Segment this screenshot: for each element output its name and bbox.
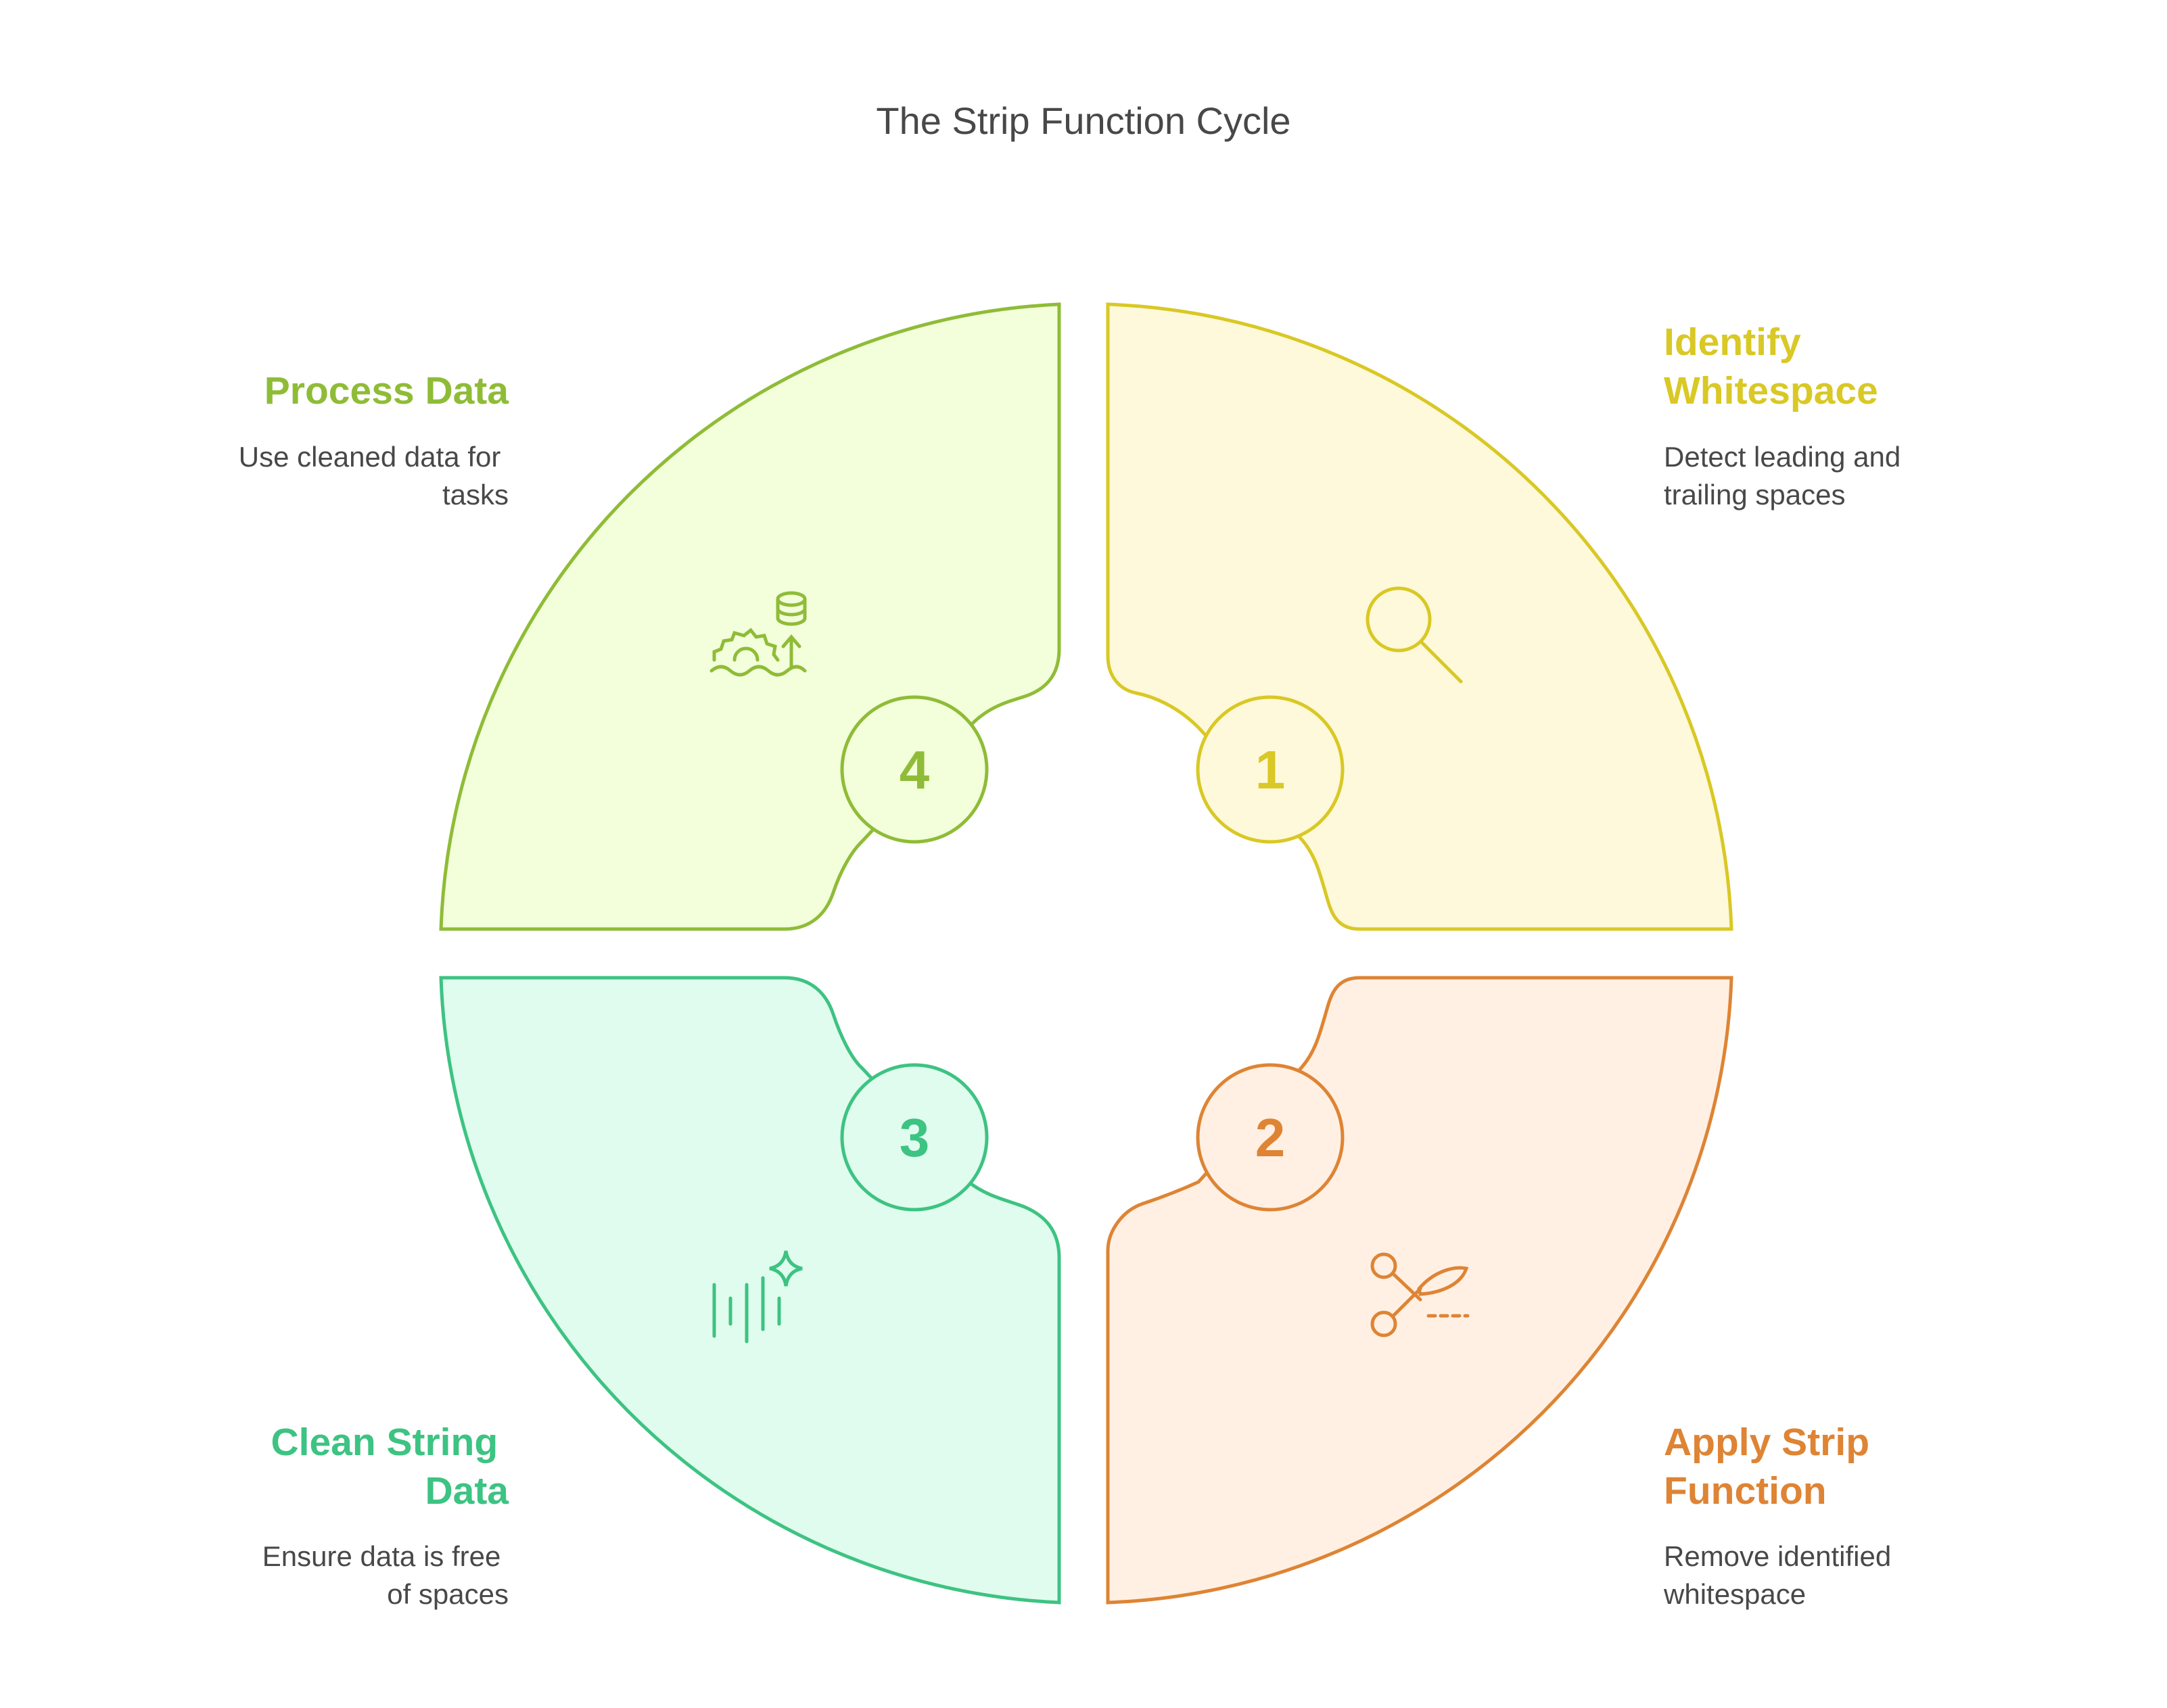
step-2-description-line: whitespace [1663, 1578, 1806, 1610]
quadrant-identify-whitespace: 1 [1106, 302, 1733, 931]
step-4-heading: Process Data [264, 369, 510, 412]
step-1-heading: Identify Whitespace [1664, 321, 1878, 412]
step-2-heading: Apply Strip Function [1664, 1421, 1880, 1513]
quadrant-4-shape [439, 302, 1061, 931]
scissors-icon [1370, 1252, 1470, 1337]
step-4-description-line: tasks [442, 479, 509, 511]
step-2-description: Remove identified whitespace [1663, 1540, 1899, 1610]
step-4-description-line: Use cleaned data for [239, 441, 501, 473]
step-1-description: Detect leading and trailing spaces [1664, 441, 1909, 511]
quadrant-1-shape [1106, 302, 1733, 931]
step-2-description-line: Remove identified [1664, 1540, 1891, 1572]
quadrant-3-shape [439, 976, 1061, 1605]
step-4-label: Process Data Use cleaned data for tasks [239, 369, 510, 511]
quadrant-apply-strip-function: 2 [1106, 976, 1733, 1605]
step-1-circle [1196, 695, 1345, 844]
step-4-description: Use cleaned data for tasks [239, 441, 509, 511]
gear-database-icon [709, 591, 807, 677]
sparkle-lines-icon [712, 1250, 803, 1344]
step-1-number: 1 [1255, 740, 1286, 800]
step-4-heading-line: Process Data [264, 369, 510, 412]
step-1-description-line: trailing spaces [1664, 479, 1845, 511]
step-3-description-line: Ensure data is free [262, 1540, 501, 1572]
diagram-title: The Strip Function Cycle [876, 99, 1290, 142]
step-3-heading-line: Data [425, 1469, 509, 1513]
step-4-number: 4 [900, 740, 930, 800]
step-2-number: 2 [1255, 1108, 1286, 1168]
step-4-circle [840, 695, 989, 844]
step-3-circle [840, 1063, 989, 1212]
step-2-circle [1196, 1063, 1345, 1212]
step-3-description: Ensure data is free of spaces [262, 1540, 509, 1610]
step-3-label: Clean String Data Ensure data is free of… [262, 1421, 510, 1610]
step-3-description-line: of spaces [387, 1578, 509, 1610]
quadrant-process-data: 4 [439, 302, 1061, 931]
step-1-label: Identify Whitespace Detect leading and t… [1664, 321, 1909, 511]
step-1-heading-line: Identify [1664, 321, 1801, 364]
step-3-number: 3 [900, 1108, 930, 1168]
step-1-heading-line: Whitespace [1664, 369, 1878, 412]
step-2-label: Apply Strip Function Remove identified w… [1663, 1421, 1899, 1610]
step-2-heading-line: Function [1664, 1469, 1827, 1513]
step-2-heading-line: Apply Strip [1664, 1421, 1869, 1464]
quadrant-clean-string-data: 3 [439, 976, 1061, 1605]
step-1-description-line: Detect leading and [1664, 441, 1901, 473]
step-3-heading: Clean String Data [271, 1421, 509, 1513]
magnifier-icon [1366, 586, 1463, 684]
step-3-heading-line: Clean String [271, 1421, 498, 1464]
